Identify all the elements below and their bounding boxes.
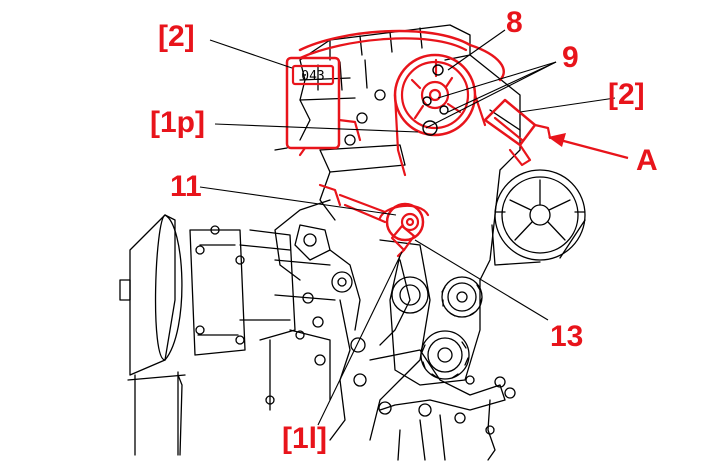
callout-11: 11 <box>170 170 202 203</box>
callout-a: A <box>636 144 658 177</box>
leader-lines <box>199 29 616 426</box>
callout-13: 13 <box>550 320 583 353</box>
callout-2-right: [2] <box>608 78 645 111</box>
toothed-idler-upper <box>441 276 483 318</box>
callout-1p: [1p] <box>150 106 205 139</box>
meter-display: 043 <box>301 69 324 84</box>
tensioner-roller-icon <box>318 183 430 258</box>
arrow-a-head <box>548 133 566 147</box>
callout-1l: [1l] <box>282 422 327 455</box>
timing-pin-tool <box>483 98 552 167</box>
arrow-a <box>559 138 629 160</box>
callout-2-top: [2] <box>158 20 195 53</box>
red-highlights <box>274 29 552 258</box>
toothed-pulley-lower <box>420 330 470 380</box>
callout-9: 9 <box>562 41 579 74</box>
dial-gauge-icon <box>274 56 362 157</box>
callout-8: 8 <box>506 6 523 39</box>
engine-line-art <box>119 24 586 461</box>
